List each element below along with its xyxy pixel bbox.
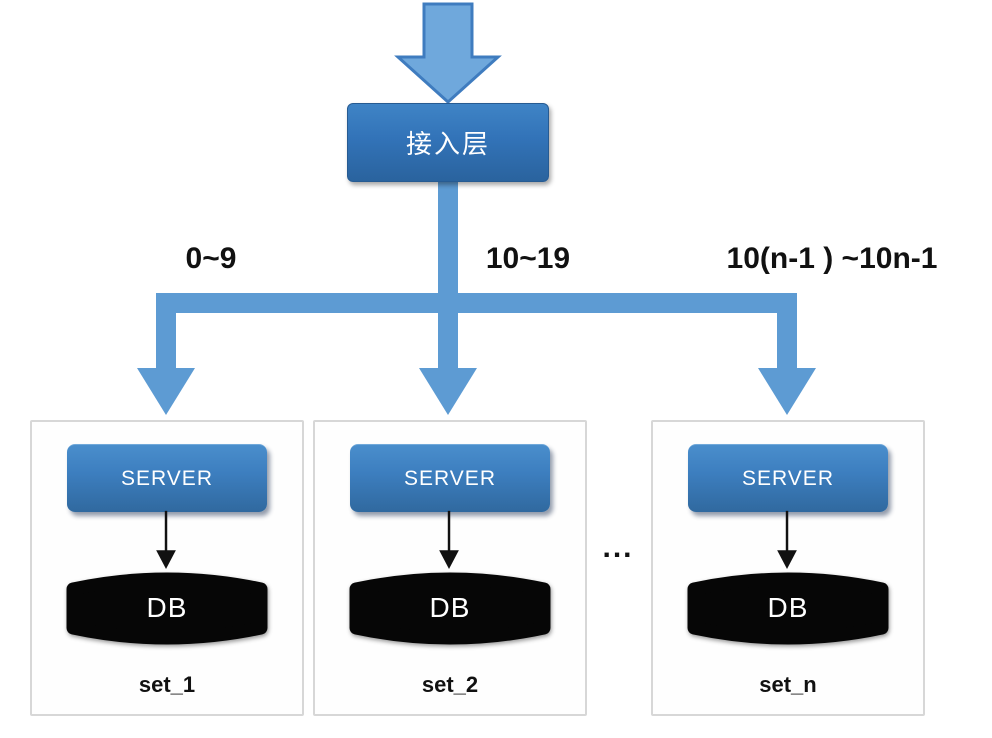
access-layer-node: 接入层 <box>347 103 549 182</box>
db-label: DB <box>146 592 188 623</box>
db-cylinder-shape <box>687 572 889 645</box>
branch-range-label-2: 10~19 <box>485 242 571 275</box>
set-name-label: set_n <box>759 672 817 697</box>
right-drop-line <box>777 293 797 372</box>
db-cylinder: DB <box>684 565 892 651</box>
db-cylinder-shape <box>66 572 268 645</box>
db-cylinder: DB <box>346 565 554 651</box>
db-cylinder: DB <box>63 565 271 651</box>
set-name-label: set_1 <box>138 672 196 697</box>
branch-range-label-1: 0~9 <box>185 242 237 275</box>
set-card-n: SERVER DB set_n <box>651 420 925 716</box>
branch-range-label-3: 10(n-1 ) ~10n-1 <box>726 242 938 275</box>
set-name-label: set_2 <box>421 672 479 697</box>
right-arrowhead-icon <box>758 368 816 415</box>
center-arrowhead-icon <box>419 368 477 415</box>
incoming-traffic-arrow-icon <box>394 2 502 105</box>
server-node: SERVER <box>688 444 888 512</box>
server-node: SERVER <box>67 444 267 512</box>
more-sets-ellipsis: ... <box>602 531 634 564</box>
set-card-1: SERVER DB set_1 <box>30 420 304 716</box>
db-cylinder-shape <box>349 572 551 645</box>
server-node: SERVER <box>350 444 550 512</box>
db-label: DB <box>429 592 471 623</box>
center-stem-line <box>438 182 458 372</box>
distribution-bar-line <box>156 293 797 313</box>
db-label: DB <box>767 592 809 623</box>
left-arrowhead-icon <box>137 368 195 415</box>
left-drop-line <box>156 293 176 372</box>
set-card-2: SERVER DB set_2 <box>313 420 587 716</box>
